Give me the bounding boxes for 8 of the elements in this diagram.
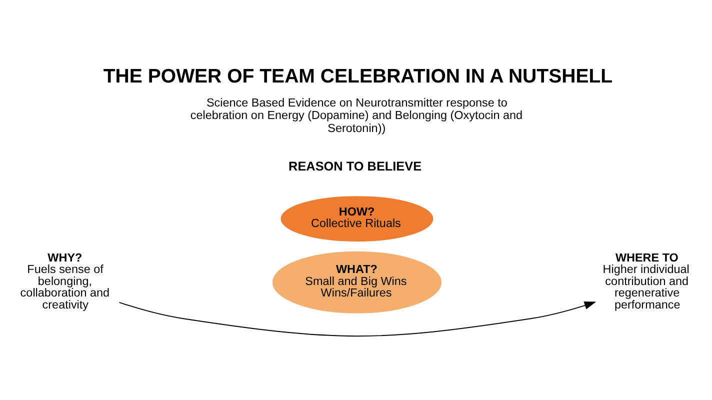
- node-text: WHERE TO Higher individual contribution and regenerative performance: [602, 251, 690, 312]
- arrow: [118, 302, 596, 337]
- diagram-title: THE POWER OF TEAM CELEBRATION IN A NUTSHELL: [103, 65, 613, 88]
- node-text: WHY? Fuels sense of belonging, collaboration and creativity: [20, 251, 110, 312]
- node-ellipse: WHAT? Small and Big Wins Wins/Failures: [272, 251, 442, 314]
- node-ellipse: HOW? Collective Rituals: [280, 196, 434, 242]
- label: REASON TO BELIEVE: [288, 159, 422, 174]
- label: Science Based Evidence on Neurotransmitter response to celebration on Energy (Dopamine) and Belonging (Oxytocin and Serotonin)): [190, 96, 523, 135]
